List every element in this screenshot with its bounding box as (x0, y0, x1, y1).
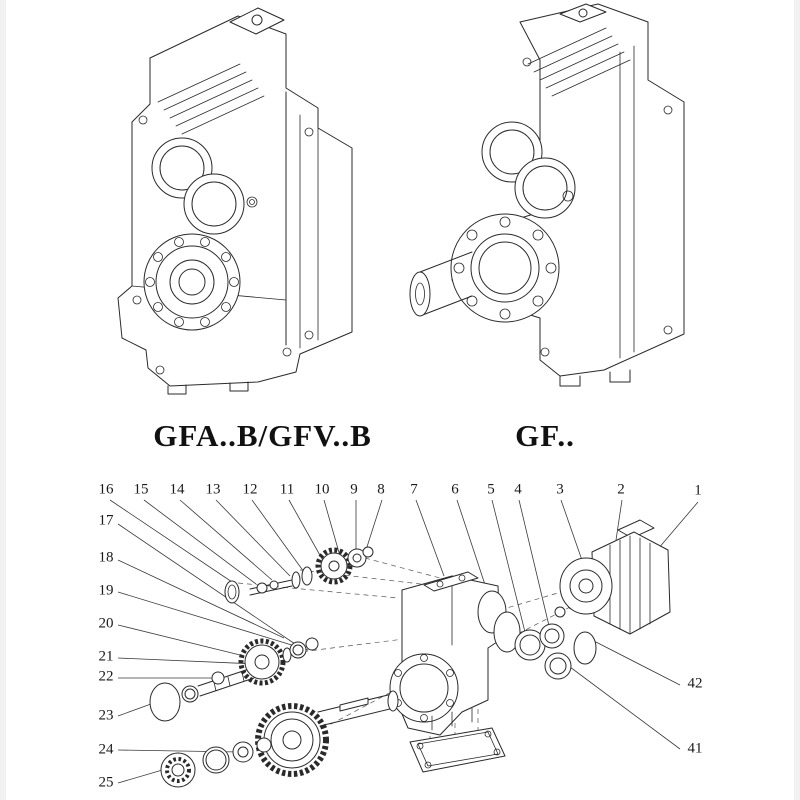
part-number-24: 24 (98, 741, 114, 758)
part-number-25: 25 (98, 774, 114, 791)
output-shaft (409, 251, 473, 317)
input-bores (481, 121, 576, 219)
part-number-21: 21 (98, 648, 114, 665)
mounting-feet (559, 369, 631, 387)
lifting-eye-boss (229, 7, 285, 35)
part-number-22: 22 (98, 668, 114, 685)
housing-bolts (522, 57, 673, 357)
part-number-1: 1 (694, 482, 702, 499)
page-edge-right (794, 0, 800, 800)
model-caption-right: GF.. (515, 418, 575, 453)
part-number-19: 19 (98, 582, 114, 599)
rings-and-gaskets (477, 590, 597, 680)
part-number-23: 23 (98, 707, 114, 724)
part-number-20: 20 (98, 615, 114, 632)
part-number-41: 41 (687, 740, 703, 757)
gearbox-drawing-gfab (117, 7, 353, 395)
output-bearing-boss (143, 233, 241, 331)
leader-lines (109, 499, 699, 784)
part-number-17: 17 (98, 512, 114, 529)
model-caption-left: GFA..B/GFV..B (153, 418, 372, 453)
output-stage-parts (160, 690, 399, 788)
page-edge-left (0, 0, 6, 800)
part-number-9: 9 (350, 481, 358, 498)
part-number-8: 8 (377, 481, 385, 498)
input-bores (151, 137, 258, 235)
input-shaft-parts (224, 546, 374, 604)
exploded-view (109, 499, 699, 788)
mounting-feet (167, 381, 249, 395)
part-number-4: 4 (514, 481, 522, 498)
part-number-10: 10 (314, 481, 330, 498)
part-number-7: 7 (410, 481, 418, 498)
lifting-eye-boss (559, 3, 607, 23)
part-number-2: 2 (617, 481, 625, 498)
output-flange (450, 213, 560, 323)
part-number-42: 42 (687, 675, 703, 692)
part-number-16: 16 (98, 481, 114, 498)
part-number-13: 13 (205, 481, 221, 498)
part-number-5: 5 (487, 481, 495, 498)
part-number-18: 18 (98, 549, 114, 566)
part-number-15: 15 (133, 481, 149, 498)
part-number-14: 14 (169, 481, 185, 498)
part-number-6: 6 (451, 481, 459, 498)
base-plate-parts (409, 707, 506, 773)
part-number-11: 11 (279, 481, 295, 498)
housing-bolts (132, 115, 314, 375)
gearbox-drawing-gf (409, 3, 685, 387)
part-number-12: 12 (242, 481, 258, 498)
cooling-fins (527, 27, 631, 97)
part-number-3: 3 (556, 481, 564, 498)
motor-unit (559, 519, 671, 635)
cooling-fins (157, 63, 265, 135)
intermediate-stage-parts (149, 637, 319, 722)
